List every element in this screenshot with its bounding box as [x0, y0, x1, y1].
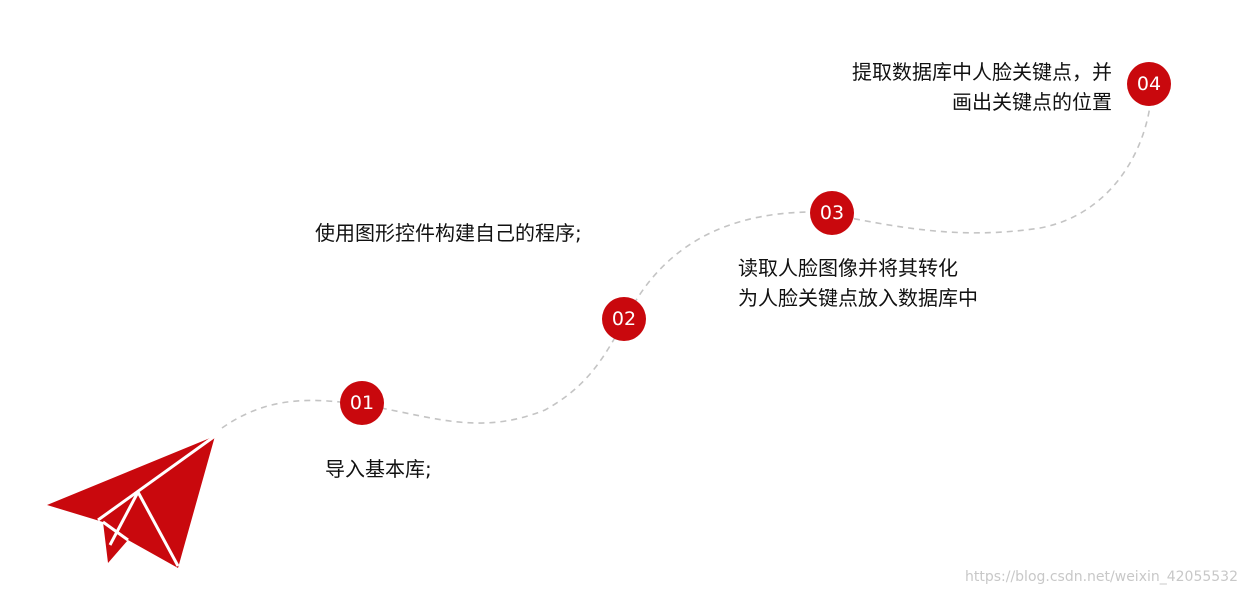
step-marker-01: 01: [340, 381, 384, 425]
step-text-03: 读取人脸图像并将其转化 为人脸关键点放入数据库中: [738, 253, 978, 313]
step-text-line: 提取数据库中人脸关键点，并: [852, 60, 1112, 84]
watermark: https://blog.csdn.net/weixin_42055532: [964, 569, 1238, 585]
step-text-line: 使用图形控件构建自己的程序;: [315, 221, 582, 245]
plane-fold-line: [102, 520, 129, 542]
step-text-02: 使用图形控件构建自己的程序;: [315, 218, 582, 248]
step-text-line: 画出关键点的位置: [952, 90, 1112, 114]
plane-body: [47, 436, 215, 568]
step-marker-03: 03: [810, 191, 854, 235]
paper-plane-icon: [47, 434, 216, 568]
plane-fold-line: [108, 491, 140, 546]
plane-fold-line: [97, 434, 216, 522]
dashed-route-line: [221, 84, 1153, 429]
step-marker-02: 02: [602, 297, 646, 341]
step-text-01: 导入基本库;: [325, 454, 432, 484]
plane-fold-line: [136, 491, 180, 567]
step-text-line: 为人脸关键点放入数据库中: [738, 286, 978, 310]
step-text-line: 读取人脸图像并将其转化: [738, 256, 958, 280]
step-text-line: 导入基本库;: [325, 457, 432, 481]
step-marker-04: 04: [1127, 62, 1171, 106]
step-text-04: 提取数据库中人脸关键点，并 画出关键点的位置: [852, 57, 1112, 117]
